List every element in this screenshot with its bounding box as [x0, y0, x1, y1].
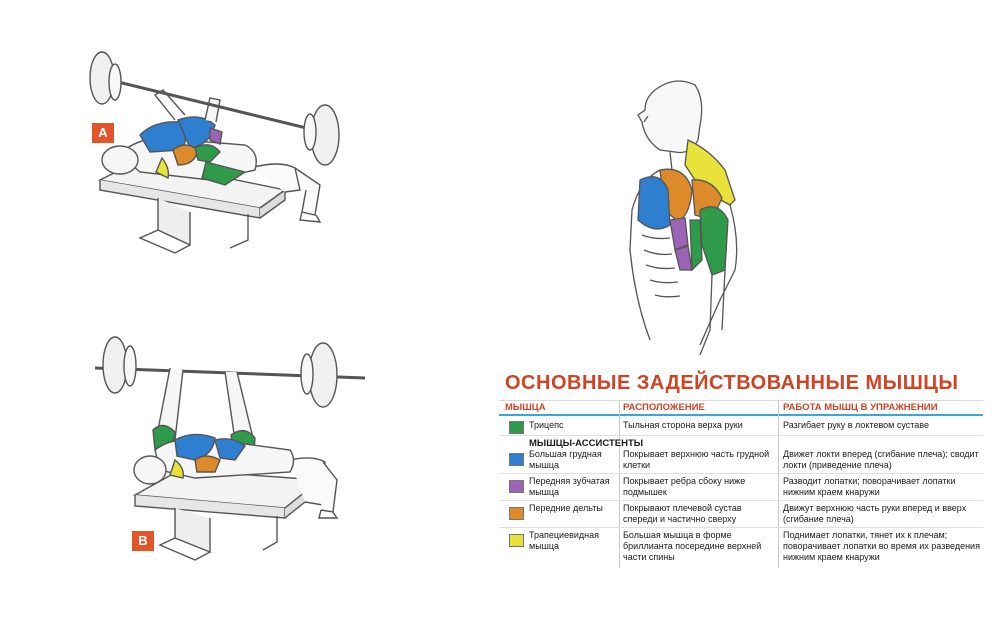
muscle-work: Поднимает лопатки, тянет их к плечам; по… — [783, 530, 980, 562]
figure-a-badge: A — [92, 123, 114, 143]
muscle-location: Большая мышца в форме бриллианта посеред… — [623, 530, 762, 562]
header-muscle: МЫШЦА — [505, 402, 546, 413]
muscle-work: Разводит лопатки; поворачивает лопатки н… — [783, 476, 956, 497]
header-location: РАСПОЛОЖЕНИЕ — [623, 402, 705, 413]
color-swatch-triceps — [509, 421, 524, 434]
muscle-table: ОСНОВНЫЕ ЗАДЕЙСТВОВАННЫЕ МЫШЦЫ МЫШЦА РАС… — [499, 372, 983, 568]
muscle-location: Покрывает верхнюю часть грудной клетки — [623, 449, 770, 470]
table-row-pectoral: Большая грудная мышца Покрывает верхнюю … — [499, 449, 983, 473]
color-swatch-pectoral — [509, 453, 524, 466]
row-divider — [499, 473, 983, 474]
muscle-work: Движут верхнюю часть руки вперед и вверх… — [783, 503, 967, 524]
figure-b-badge: B — [132, 531, 154, 551]
table-row-deltoid: Передние дельты Покрывают плечевой суста… — [499, 503, 983, 527]
column-divider — [619, 400, 620, 568]
table-row-triceps: Трицепс Тыльная сторона верха руки Разги… — [499, 420, 983, 434]
color-swatch-deltoid — [509, 507, 524, 520]
column-divider — [778, 400, 779, 568]
figure-a-illustration — [70, 40, 400, 270]
torso-anatomy-illustration — [600, 70, 770, 360]
row-divider — [499, 500, 983, 501]
table-row-trapezius: Трапециевидная мышца Большая мышца в фор… — [499, 530, 983, 566]
color-swatch-serratus — [509, 480, 524, 493]
table-row-serratus: Передняя зубчатая мышца Покрывает ребра … — [499, 476, 983, 500]
muscle-name: Передние дельты — [529, 503, 603, 513]
muscle-name: Трапециевидная мышца — [529, 530, 599, 551]
color-swatch-trapezius — [509, 534, 524, 547]
figure-b-illustration — [75, 320, 405, 585]
muscle-work: Разгибает руку в локтевом суставе — [783, 420, 929, 430]
table-title: ОСНОВНЫЕ ЗАДЕЙСТВОВАННЫЕ МЫШЦЫ — [505, 372, 959, 394]
muscle-name: Передняя зубчатая мышца — [529, 476, 610, 497]
muscle-location: Покрывает ребра сбоку ниже подмышек — [623, 476, 746, 497]
assistant-muscles-label: МЫШЦЫ-АССИСТЕНТЫ — [529, 438, 644, 449]
muscle-name: Большая грудная мышца — [529, 449, 602, 470]
muscle-name: Трицепс — [529, 420, 564, 430]
row-divider — [499, 435, 983, 436]
header-work: РАБОТА МЫШЦ В УПРАЖНЕНИИ — [783, 402, 938, 413]
row-divider — [499, 527, 983, 528]
muscle-location: Покрывают плечевой сустав спереди и част… — [623, 503, 742, 524]
table-header-row: МЫШЦА РАСПОЛОЖЕНИЕ РАБОТА МЫШЦ В УПРАЖНЕ… — [499, 400, 983, 415]
muscle-location: Тыльная сторона верха руки — [623, 420, 743, 430]
muscle-work: Движет локти вперед (сгибание плеча); св… — [783, 449, 979, 470]
header-divider — [499, 414, 983, 416]
